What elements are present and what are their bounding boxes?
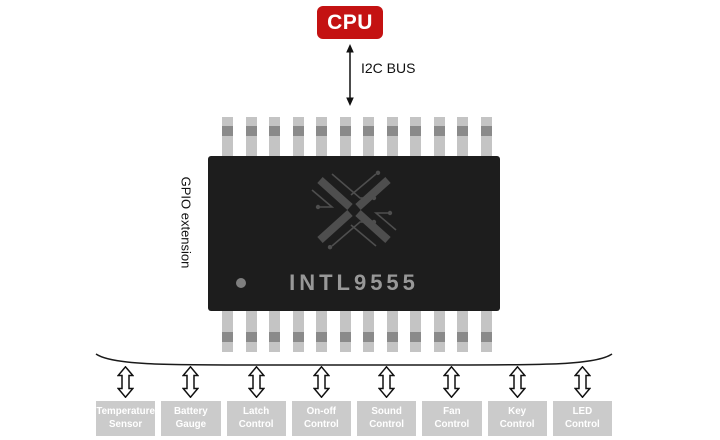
chip-pin bbox=[386, 311, 398, 352]
peripheral-box-temperature-sensor: Temperature Sensor bbox=[96, 401, 156, 436]
chip-pin bbox=[363, 311, 375, 352]
peripheral-label-line1: Key bbox=[508, 405, 527, 417]
peripheral-box-latch-control: Latch Control bbox=[226, 401, 286, 436]
updown-arrow-icon bbox=[312, 366, 330, 398]
peripheral-label-line1: LED bbox=[572, 405, 593, 417]
chip-pin bbox=[222, 117, 233, 158]
peripheral-label-line2: Sensor bbox=[109, 418, 143, 430]
chip-pin bbox=[433, 311, 445, 352]
peripheral-box-sound-control: Sound Control bbox=[357, 401, 417, 436]
peripheral-box-battery-gauge: Battery Gauge bbox=[161, 401, 221, 436]
chip-pin bbox=[339, 311, 351, 352]
chip-pin bbox=[433, 117, 445, 158]
peripheral-box-led-control: LED Control bbox=[552, 401, 612, 436]
peripheral-box-on-off-control: On-off Control bbox=[291, 401, 351, 436]
peripheral-box-fan-control: Fan Control bbox=[422, 401, 482, 436]
updown-arrow-icon bbox=[247, 366, 265, 398]
i2c-bus-arrow-icon bbox=[346, 44, 354, 106]
updown-arrow-icon bbox=[508, 366, 526, 398]
peripheral-label-line1: On-off bbox=[306, 405, 337, 417]
chip-pin bbox=[245, 311, 257, 352]
chip-pin bbox=[316, 311, 328, 352]
chip-pin bbox=[316, 117, 328, 158]
chip-pins-top bbox=[222, 117, 492, 158]
peripheral-label-line2: Control bbox=[564, 418, 600, 430]
peripheral-box-key-control: Key Control bbox=[487, 401, 547, 436]
peripheral-label-line2: Control bbox=[303, 418, 339, 430]
chip-pin bbox=[245, 117, 257, 158]
peripheral-label-line2: Control bbox=[434, 418, 470, 430]
updown-arrow-icon bbox=[378, 366, 396, 398]
cpu-label: CPU bbox=[327, 10, 373, 34]
chip-name: INTL9555 bbox=[289, 270, 419, 295]
peripheral-label-line1: Temperature bbox=[96, 405, 155, 417]
updown-arrow-icon bbox=[573, 366, 591, 398]
updown-arrow-icon bbox=[182, 366, 200, 398]
updown-arrow-icon bbox=[117, 366, 135, 398]
gpio-extension-label: GPIO extension bbox=[178, 176, 194, 269]
updown-arrow-icon bbox=[443, 366, 461, 398]
chip-pin bbox=[292, 311, 304, 352]
chip-pin bbox=[222, 311, 233, 352]
chip-pin bbox=[480, 117, 492, 158]
peripheral-label-line1: Battery bbox=[173, 405, 208, 417]
peripheral-label-line1: Fan bbox=[443, 405, 461, 417]
chip-logo-icon bbox=[311, 170, 397, 250]
chip-pin bbox=[292, 117, 304, 158]
bus-split-curve-icon bbox=[95, 353, 613, 366]
i2c-bus-label: I2C BUS bbox=[361, 60, 416, 76]
cpu-box: CPU bbox=[317, 6, 383, 39]
chip-pin bbox=[410, 311, 422, 352]
peripheral-label-line2: Control bbox=[238, 418, 274, 430]
chip-pin bbox=[269, 311, 281, 352]
chip-pin bbox=[363, 117, 375, 158]
chip-pin bbox=[457, 117, 469, 158]
chip-pin bbox=[457, 311, 469, 352]
chip-pin bbox=[480, 311, 492, 352]
peripheral-boxes: Temperature Sensor Battery Gauge Latch C… bbox=[96, 401, 612, 436]
chip-pin bbox=[410, 117, 422, 158]
chip-body: INTL9555 bbox=[208, 156, 500, 311]
peripheral-label-line1: Sound bbox=[371, 405, 402, 417]
peripheral-arrows bbox=[96, 365, 612, 399]
peripheral-label-line1: Latch bbox=[243, 405, 270, 417]
chip-pins-bottom bbox=[222, 311, 492, 352]
peripheral-label-line2: Control bbox=[369, 418, 405, 430]
pin1-dot bbox=[236, 278, 246, 288]
peripheral-label-line2: Control bbox=[499, 418, 535, 430]
chip-pin bbox=[386, 117, 398, 158]
peripheral-label-line2: Gauge bbox=[175, 418, 207, 430]
chip-pin bbox=[269, 117, 281, 158]
chip-pin bbox=[339, 117, 351, 158]
